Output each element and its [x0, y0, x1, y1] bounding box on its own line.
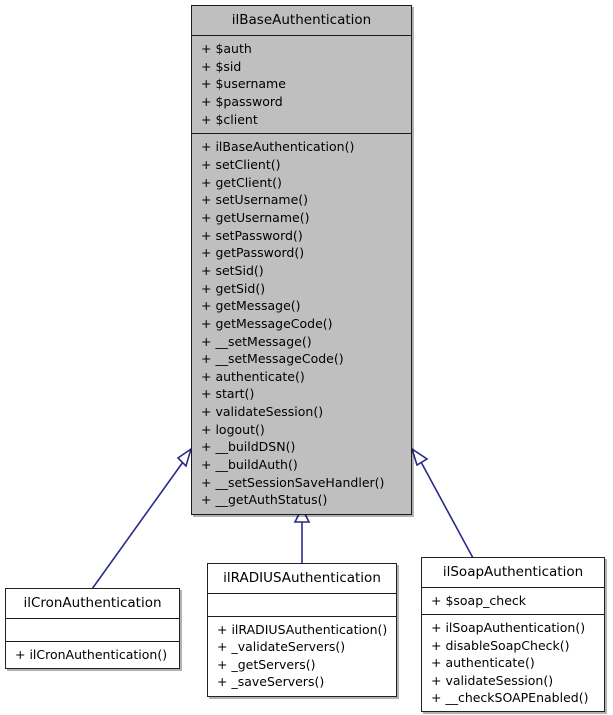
method-item: + disableSoapCheck()	[431, 637, 570, 653]
attributes-compartment-ilradiusauthentication	[208, 593, 396, 616]
method-item: + ilBaseAuthentication()	[201, 139, 355, 155]
methods-compartment-ilcronauthentication: + ilCronAuthentication()	[6, 641, 179, 668]
method-item: + getClient()	[201, 174, 282, 190]
attributes-compartment-ilsoapauthentication: + $soap_check	[422, 587, 604, 614]
class-name-ilcronauthentication: ilCronAuthentication	[23, 595, 162, 611]
method-item: + validateSession()	[431, 672, 554, 688]
method-item: + _getServers()	[217, 656, 316, 672]
methods-compartment-ilsoapauthentication: + ilSoapAuthentication() + disableSoapCh…	[422, 614, 604, 711]
attribute-item: + $sid	[201, 58, 242, 74]
method-item: + logout()	[201, 421, 265, 437]
method-item: + __setMessageCode()	[201, 351, 344, 367]
method-item: + ilCronAuthentication()	[15, 647, 168, 662]
attribute-item: + $auth	[201, 41, 252, 56]
method-item: + __setSessionSaveHandler()	[201, 474, 385, 490]
method-item: + __checkSOAPEnabled()	[431, 690, 589, 706]
class-box-ilcronauthentication[interactable]: ilCronAuthentication + ilCronAuthenticat…	[5, 588, 180, 670]
method-item: + validateSession()	[201, 404, 324, 420]
method-item: + setSid()	[201, 262, 264, 278]
attributes-compartment-ilcronauthentication	[6, 618, 179, 641]
methods-compartment-ilbaseauthentication: + ilBaseAuthentication() + setClient() +…	[192, 133, 411, 514]
method-item: + __buildAuth()	[201, 457, 298, 473]
method-item: + authenticate()	[201, 368, 305, 384]
method-item: + setUsername()	[201, 192, 309, 208]
method-item: + getMessageCode()	[201, 315, 333, 331]
class-name-ilsoapauthentication: ilSoapAuthentication	[442, 564, 584, 580]
method-item: + getUsername()	[201, 209, 310, 225]
method-item: + __buildDSN()	[201, 439, 296, 455]
class-box-ilradiusauthentication[interactable]: ilRADIUSAuthentication + ilRADIUSAuthent…	[207, 563, 397, 697]
attribute-item: + $password	[201, 93, 283, 109]
method-item: + getSid()	[201, 280, 266, 296]
edge-soap-to-base	[410, 447, 474, 559]
class-name-ilradiusauthentication: ilRADIUSAuthentication	[223, 570, 381, 586]
method-item: + getPassword()	[201, 245, 305, 261]
method-item: + authenticate()	[431, 655, 535, 671]
method-item: + setPassword()	[201, 227, 303, 243]
method-item: + __setMessage()	[201, 333, 312, 349]
attribute-item: + $soap_check	[431, 593, 527, 608]
method-item: + _validateServers()	[217, 639, 346, 655]
method-item: + setClient()	[201, 156, 281, 172]
attribute-item: + $username	[201, 76, 286, 92]
method-item: + __getAuthStatus()	[201, 492, 328, 508]
method-item: + getMessage()	[201, 298, 301, 314]
method-item: + ilSoapAuthentication()	[431, 620, 586, 636]
methods-compartment-ilradiusauthentication: + ilRADIUSAuthentication() + _validateSe…	[208, 616, 396, 696]
attribute-item: + $client	[201, 111, 258, 127]
class-name-ilbaseauthentication: ilBaseAuthentication	[231, 12, 372, 28]
edge-radius-to-base	[293, 506, 311, 563]
attributes-compartment-ilbaseauthentication: + $auth + $sid + $username + $password +…	[192, 35, 411, 133]
method-item: + ilRADIUSAuthentication()	[217, 622, 388, 637]
method-item: + start()	[201, 386, 255, 402]
class-box-ilsoapauthentication[interactable]: ilSoapAuthentication + $soap_check + ilS…	[421, 557, 605, 713]
edge-cron-to-base	[91, 447, 193, 590]
class-box-ilbaseauthentication[interactable]: ilBaseAuthentication + $auth + $sid + $u…	[191, 5, 412, 516]
method-item: + _saveServers()	[217, 674, 325, 690]
